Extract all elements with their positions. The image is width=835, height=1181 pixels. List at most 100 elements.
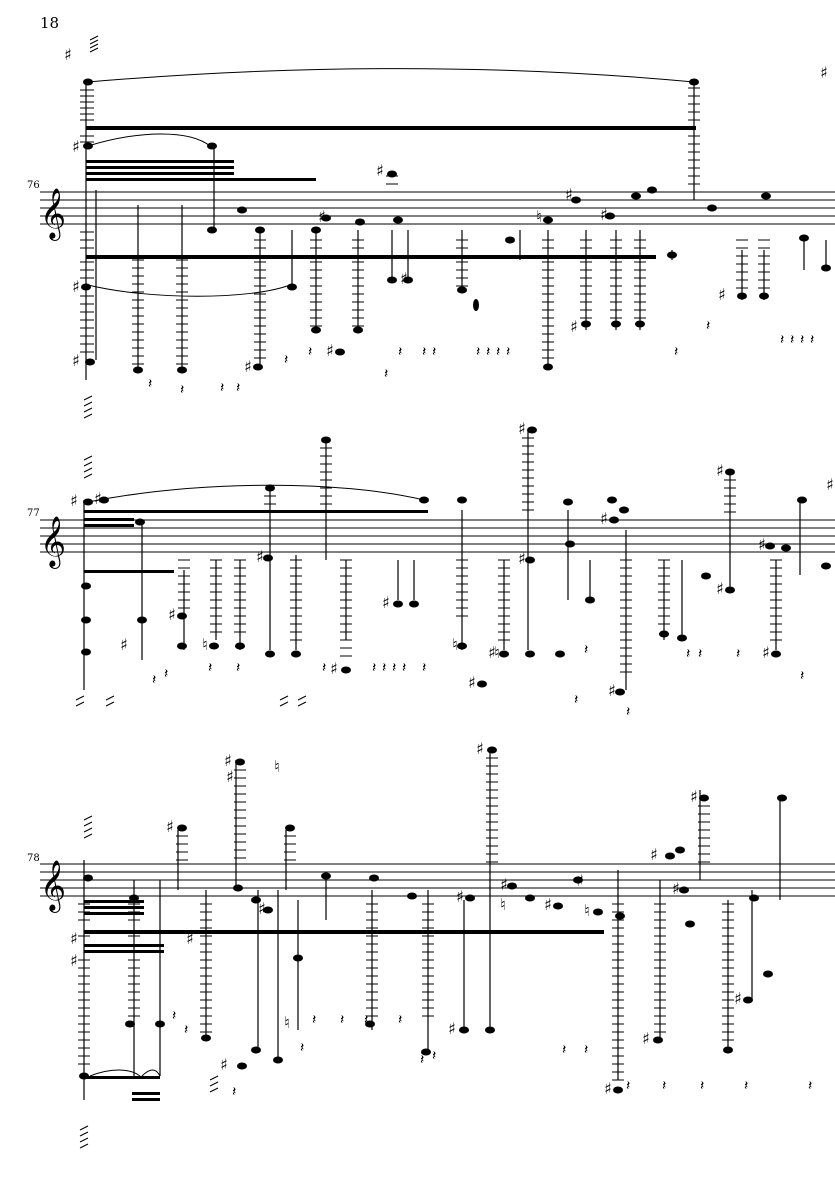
treble-clef-icon: 𝄞 — [40, 860, 66, 913]
beam — [86, 160, 234, 163]
svg-text:𝄽: 𝄽 — [420, 1052, 424, 1068]
natural-icon: ♮ — [584, 901, 590, 920]
sharp-icon: ♯ — [576, 871, 584, 890]
rests-78: 𝄽𝄽 𝄽𝄽 𝄽𝄽 𝄽𝄽 𝄽𝄽 𝄽𝄽 𝄽𝄽 𝄽𝄽 𝄽 — [172, 1008, 812, 1100]
beam — [86, 172, 234, 175]
sharp-icon: ♯ — [518, 549, 526, 568]
beam — [86, 255, 656, 259]
tie — [87, 133, 211, 147]
natural-icon: ♮ — [284, 1013, 290, 1032]
sharp-icon: ♯ — [762, 643, 770, 662]
sharp-icon: ♯ — [376, 161, 384, 180]
beam — [86, 178, 316, 181]
svg-text:𝄽: 𝄽 — [284, 352, 288, 368]
beam — [84, 518, 134, 521]
ledger-lines-78 — [78, 757, 734, 1081]
svg-text:𝄽: 𝄽 — [172, 1008, 176, 1024]
sharp-icon: ♯ — [70, 951, 78, 970]
sharp-icon: ♯ — [600, 509, 608, 528]
sharp-icon: ♯ — [690, 787, 698, 806]
accidentals-76: ♯ ♯ ♯ ♯ ♯ ♯ ♯ ♯ ♯ ♯ ♯ ♯ ♯ ♯ ♮ — [64, 45, 828, 376]
svg-text:𝄽: 𝄽 — [398, 344, 402, 360]
sharp-icon: ♯ — [382, 593, 390, 612]
svg-text:𝄽: 𝄽 — [300, 1040, 304, 1056]
svg-text:𝄽: 𝄽 — [744, 1078, 748, 1094]
svg-text:𝄽: 𝄽 — [432, 1048, 436, 1064]
tie — [87, 284, 291, 297]
sharp-icon: ♯ — [448, 1019, 456, 1038]
sharp-icon: ♯ — [400, 269, 408, 288]
svg-text:𝄽: 𝄽 — [584, 642, 588, 658]
natural-icon: ♮ — [500, 895, 506, 914]
svg-text:𝄽: 𝄽 — [322, 660, 326, 676]
tie — [87, 484, 425, 503]
sharp-icon: ♯ — [72, 351, 80, 370]
beam — [84, 944, 164, 947]
natural-icon: ♮ — [452, 635, 458, 654]
measure-number-78: 78 — [27, 853, 40, 864]
measure-number-76: 76 — [27, 180, 40, 191]
sharp-icon: ♯ — [718, 285, 726, 304]
svg-text:𝄽: 𝄽 — [780, 332, 784, 348]
beam — [84, 900, 144, 903]
svg-text:𝄽: 𝄽 — [808, 1078, 812, 1094]
sharp-icon: ♯ — [716, 579, 724, 598]
ledger-lines-76 — [80, 87, 770, 365]
sharp-icon: ♯ — [318, 207, 326, 226]
staff-lines — [40, 191, 835, 225]
svg-text:𝄽: 𝄽 — [402, 660, 406, 676]
sharp-icon: ♯ — [244, 357, 252, 376]
beam — [84, 570, 174, 573]
page-number: 18 — [40, 14, 60, 32]
svg-text:𝄽: 𝄽 — [382, 660, 386, 676]
svg-text:𝄽: 𝄽 — [736, 646, 740, 662]
beam — [84, 1076, 160, 1079]
beam — [84, 912, 144, 915]
sharp-icon: ♯ — [518, 419, 526, 438]
svg-text:𝄽: 𝄽 — [308, 344, 312, 360]
system-78: 𝄞 — [40, 739, 835, 1149]
svg-text:𝄽: 𝄽 — [790, 332, 794, 348]
svg-text:𝄽: 𝄽 — [422, 344, 426, 360]
svg-text:𝄽: 𝄽 — [432, 344, 436, 360]
notes-76 — [81, 78, 831, 380]
svg-text:𝄽: 𝄽 — [384, 366, 388, 382]
svg-text:𝄽: 𝄽 — [152, 672, 156, 688]
sharp-icon: ♯ — [544, 895, 552, 914]
sharp-icon: ♯ — [500, 875, 508, 894]
sharp-icon: ♯ — [476, 739, 484, 758]
svg-text:𝄽: 𝄽 — [486, 344, 490, 360]
sharp-icon: ♯ — [608, 681, 616, 700]
svg-text:𝄽: 𝄽 — [800, 332, 804, 348]
sharp-icon: ♯ — [330, 659, 338, 678]
svg-text:𝄽: 𝄽 — [496, 344, 500, 360]
sharp-icon: ♯ — [456, 887, 464, 906]
notes-78 — [79, 746, 787, 1100]
sharp-icon: ♯ — [226, 767, 234, 786]
svg-text:𝄽: 𝄽 — [398, 1012, 402, 1028]
sharp-icon: ♯ — [826, 475, 834, 494]
natural-icon: ♮ — [202, 635, 208, 654]
system-76: 𝄞 — [40, 35, 835, 419]
treble-clef-icon: 𝄞 — [40, 516, 66, 569]
sharp-icon: ♯ — [64, 45, 72, 64]
svg-text:𝄽: 𝄽 — [674, 344, 678, 360]
svg-text:𝄽: 𝄽 — [148, 376, 152, 392]
rests-77: 𝄽𝄽 𝄽𝄽 𝄽𝄽 𝄽𝄽 𝄽𝄽 𝄽𝄽 𝄽𝄽 𝄽𝄽 𝄽 — [152, 642, 804, 720]
system-77: 𝄞 — [40, 419, 835, 720]
sharp-icon: ♯ — [820, 63, 828, 82]
sharp-icon: ♯ — [672, 879, 680, 898]
ledger-lines-77 — [178, 437, 782, 673]
svg-text:𝄽: 𝄽 — [312, 1012, 316, 1028]
sharp-icon: ♯ — [570, 317, 578, 336]
beam — [86, 166, 234, 169]
notes-77 — [81, 426, 831, 696]
svg-text:𝄽: 𝄽 — [626, 1078, 630, 1094]
svg-text:𝄽: 𝄽 — [184, 1022, 188, 1038]
sharp-icon: ♯ — [224, 751, 232, 770]
flags — [79, 1125, 89, 1149]
svg-text:𝄽: 𝄽 — [364, 1012, 368, 1028]
beam — [84, 906, 144, 909]
svg-text:𝄽: 𝄽 — [164, 666, 168, 682]
